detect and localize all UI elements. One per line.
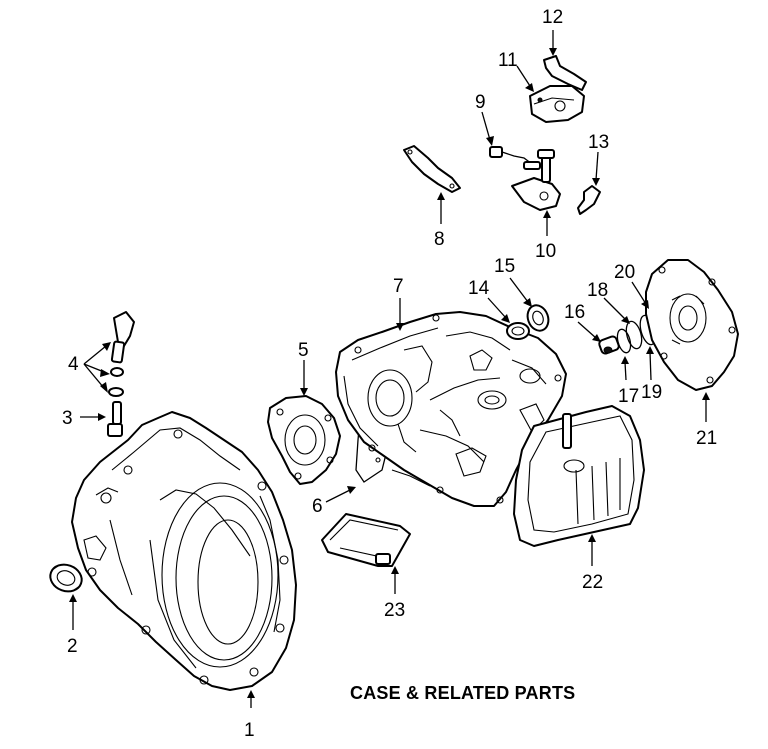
callout-17: 17 <box>618 386 639 407</box>
callout-1: 1 <box>244 720 255 741</box>
part-16-bushing <box>598 335 620 355</box>
part-8-bracket <box>403 145 461 193</box>
callout-23: 23 <box>384 600 405 621</box>
part-18-ring <box>625 320 643 350</box>
callout-8: 8 <box>434 229 445 250</box>
callout-3: 3 <box>62 408 73 429</box>
callout-22: 22 <box>582 572 603 593</box>
callout-18: 18 <box>587 280 608 301</box>
callout-13: 13 <box>588 132 609 153</box>
callout-19: 19 <box>641 382 662 403</box>
callout-6: 6 <box>312 496 323 517</box>
callout-12: 12 <box>542 7 563 28</box>
callout-9: 9 <box>475 92 486 113</box>
callout-5: 5 <box>298 340 309 361</box>
part-11-inhibitor-switch <box>529 85 585 123</box>
diagram-caption: CASE & RELATED PARTS <box>350 683 576 703</box>
part-4-speed-sensor <box>108 311 135 397</box>
callout-7: 7 <box>393 276 404 297</box>
part-9-cable-bracket <box>489 146 541 170</box>
callout-20: 20 <box>614 262 635 283</box>
callout-numbers: 1 2 3 4 5 6 7 8 9 10 11 12 13 14 15 16 1… <box>62 7 717 741</box>
part-22-oil-pan <box>513 405 645 547</box>
part-2-oil-seal <box>49 563 83 593</box>
callout-21: 21 <box>696 428 717 449</box>
part-15-plug <box>526 304 550 332</box>
part-14-seal-ring <box>506 322 530 340</box>
callout-2: 2 <box>67 636 78 657</box>
part-3-sensor-bolt <box>107 401 123 437</box>
leader-lines <box>69 30 710 708</box>
part-17-ring <box>616 328 632 354</box>
part-10-selector-lever <box>511 149 561 211</box>
callout-4: 4 <box>68 354 79 375</box>
callout-14: 14 <box>468 278 490 299</box>
callout-15: 15 <box>494 256 515 277</box>
part-1-converter-housing <box>71 411 297 691</box>
part-21-side-cover <box>645 259 739 391</box>
part-5-pump-cover <box>267 395 341 485</box>
callout-10: 10 <box>535 241 556 262</box>
part-23-oil-strainer <box>321 513 411 567</box>
part-12-harness-connector <box>543 55 587 91</box>
part-13-clip <box>577 185 601 215</box>
callout-16: 16 <box>564 302 585 323</box>
callout-11: 11 <box>498 50 518 71</box>
